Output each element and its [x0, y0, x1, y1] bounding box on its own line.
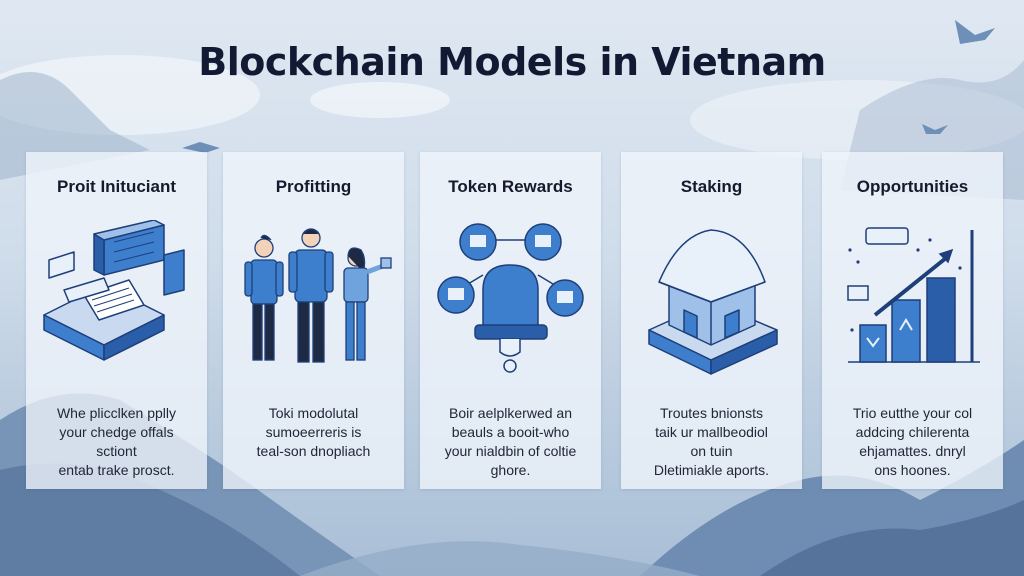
card-description: Troutes bnionsts taik ur mallbeodiol on … — [653, 405, 770, 478]
growth-bar-chart-icon — [847, 227, 980, 363]
card-staking: Staking Troutes bnionsts taik ur mallbeo… — [621, 152, 802, 489]
card-description: Boir aelplkerwed an beauls a booit-who y… — [444, 405, 577, 478]
card-description: Whe plicclken pplly your chedge offals s… — [56, 405, 177, 478]
bird-icon — [182, 20, 995, 153]
card-token-rewards: Token Rewards Boir aelp — [420, 152, 601, 489]
vietnamese-temple-icon — [648, 229, 778, 375]
card-opportunities: Opportunities Trio — [822, 152, 1003, 489]
card-profit: Proit Inituciant — [26, 152, 207, 489]
card-title: Token Rewards — [448, 177, 573, 196]
isometric-servers-documents-icon — [43, 220, 185, 361]
card-title: Proit Inituciant — [57, 177, 176, 196]
card-profitting: Profitting — [223, 152, 404, 489]
token-bell-network-icon — [437, 223, 584, 373]
card-title: Staking — [680, 177, 743, 196]
card-title: Opportunities — [856, 177, 969, 196]
card-row: Proit Inituciant — [26, 152, 1003, 489]
card-description: Toki modolutal sumoeerreris is teal-son … — [256, 405, 371, 459]
card-title: Profitting — [275, 177, 352, 196]
card-description: Trio eutthe your col addcing chilerenta … — [852, 405, 973, 478]
page-title: Blockchain Models in Vietnam — [198, 40, 826, 84]
three-people-icon — [244, 228, 392, 363]
